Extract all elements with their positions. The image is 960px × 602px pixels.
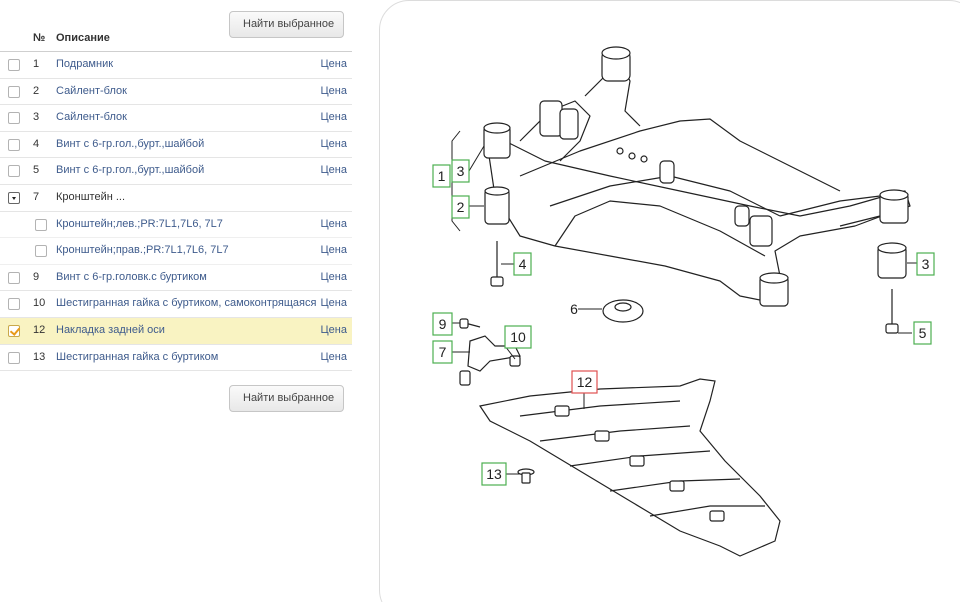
table-row[interactable]: 13 Шестигранная гайка с буртиком Цена — [0, 345, 352, 372]
callout-1[interactable]: 1 — [432, 164, 451, 188]
part-number: 9 — [33, 270, 40, 283]
callout-3-right-label: 3 — [922, 256, 930, 272]
part-description-link[interactable]: Шестигранная гайка с буртиком, самоконтр… — [56, 297, 317, 310]
table-row[interactable]: 5 Винт с 6-гр.гол.,бурт.,шайбой Цена — [0, 158, 352, 185]
callout-2-label: 2 — [457, 199, 465, 215]
part-description-link[interactable]: Шестигранная гайка с буртиком — [56, 350, 219, 363]
callout-5[interactable]: 5 — [913, 321, 932, 345]
row-checkbox[interactable] — [8, 271, 20, 284]
part-description-link[interactable]: Винт с 6-гр.гол.,бурт.,шайбой — [56, 164, 205, 177]
part-number: 4 — [33, 137, 40, 150]
table-row[interactable]: 2 Сайлент-блок Цена — [0, 79, 352, 106]
callout-10-label: 10 — [510, 329, 526, 345]
part-description-link[interactable]: Винт с 6-гр.гол.,бурт.,шайбой — [56, 137, 205, 150]
table-row[interactable]: 9 Винт с 6-гр.головк.с буртиком Цена — [0, 265, 352, 292]
row-checkbox[interactable] — [8, 112, 20, 125]
row-checkbox[interactable] — [8, 165, 20, 178]
callout-13[interactable]: 13 — [481, 462, 507, 486]
table-row-subitem[interactable]: Кронштейн;прав.;PR:7L1,7L6, 7L7 Цена — [0, 238, 352, 265]
exploded-parts-diagram: 1 3 2 4 6 3 5 — [432, 46, 935, 557]
callouts: 1 3 2 4 6 3 5 — [432, 159, 935, 486]
parts-table-body: 1 Подрамник Цена 2 Сайлент-блок Цена 3 С… — [0, 52, 352, 372]
price-link[interactable]: Цена — [320, 297, 347, 310]
parts-table-header: № Описание — [0, 30, 352, 52]
price-link[interactable]: Цена — [320, 350, 347, 363]
callout-10[interactable]: 10 — [504, 325, 532, 349]
subframe-drawing — [483, 46, 911, 307]
callout-1-label: 1 — [438, 168, 446, 184]
table-row-subitem[interactable]: Кронштейн;лев.;PR:7L1,7L6, 7L7 Цена — [0, 212, 352, 239]
callout-3-left[interactable]: 3 — [451, 159, 470, 183]
price-link[interactable]: Цена — [320, 111, 347, 124]
part-number: 3 — [33, 111, 40, 124]
part-description-link[interactable]: Кронштейн;лев.;PR:7L1,7L6, 7L7 — [56, 217, 223, 230]
row-checkbox-checked[interactable] — [8, 324, 20, 337]
price-link[interactable]: Цена — [320, 164, 347, 177]
part-number: 2 — [33, 84, 40, 97]
find-selected-button-top[interactable]: Найти выбранное — [229, 11, 344, 38]
callout-3-right[interactable]: 3 — [916, 252, 935, 276]
part-description-link[interactable]: Винт с 6-гр.головк.с буртиком — [56, 270, 207, 283]
price-link[interactable]: Цена — [320, 84, 347, 97]
callout-3-left-label: 3 — [457, 163, 465, 179]
column-header-number: № — [33, 32, 46, 44]
callout-4[interactable]: 4 — [513, 252, 532, 276]
part-description-link[interactable]: Кронштейн;прав.;PR:7L1,7L6, 7L7 — [56, 244, 229, 257]
part-description-link[interactable]: Накладка задней оси — [56, 323, 165, 336]
callout-9[interactable]: 9 — [432, 312, 453, 336]
row-checkbox[interactable] — [8, 351, 20, 364]
row-checkbox[interactable] — [8, 85, 20, 98]
underbody-cover-drawing — [479, 378, 781, 557]
table-row-selected[interactable]: 12 Накладка задней оси Цена — [0, 317, 352, 345]
parts-diagram-panel: 1 3 2 4 6 3 5 — [379, 0, 960, 602]
table-row[interactable]: 10 Шестигранная гайка с буртиком, самоко… — [0, 291, 352, 318]
table-row-group[interactable]: 7 Кронштейн ... — [0, 185, 352, 212]
callout-2[interactable]: 2 — [451, 195, 470, 219]
price-link[interactable]: Цена — [320, 244, 347, 257]
price-link[interactable]: Цена — [320, 58, 347, 70]
part-group-label: Кронштейн ... — [56, 190, 126, 203]
table-row[interactable]: 3 Сайлент-блок Цена — [0, 105, 352, 132]
table-row[interactable]: 1 Подрамник Цена — [0, 52, 352, 79]
row-checkbox[interactable] — [8, 59, 20, 71]
find-selected-button-bottom[interactable]: Найти выбранное — [229, 385, 344, 412]
part-description-link[interactable]: Сайлент-блок — [56, 84, 127, 97]
part-number: 1 — [33, 58, 40, 70]
column-header-description: Описание — [56, 32, 110, 44]
table-row[interactable]: 4 Винт с 6-гр.гол.,бурт.,шайбой Цена — [0, 132, 352, 159]
callout-6-label: 6 — [570, 301, 578, 317]
part-number: 13 — [33, 350, 46, 363]
part-number: 5 — [33, 164, 40, 177]
callout-7-label: 7 — [439, 344, 447, 360]
callout-9-label: 9 — [439, 316, 447, 332]
part-description-link[interactable]: Подрамник — [56, 58, 114, 70]
callout-12-highlighted[interactable]: 12 — [571, 370, 598, 394]
callout-7[interactable]: 7 — [432, 340, 453, 364]
row-checkbox[interactable] — [35, 218, 47, 231]
price-link[interactable]: Цена — [320, 270, 347, 283]
part-number: 12 — [33, 323, 46, 336]
row-checkbox[interactable] — [8, 298, 20, 311]
part-number: 10 — [33, 297, 46, 310]
row-checkbox[interactable] — [8, 138, 20, 151]
part-number: 7 — [33, 190, 40, 203]
row-checkbox[interactable] — [35, 245, 47, 258]
callout-6[interactable]: 6 — [570, 301, 578, 317]
price-link[interactable]: Цена — [320, 137, 347, 150]
price-link[interactable]: Цена — [320, 217, 347, 230]
bushings-and-bolts — [484, 186, 907, 334]
part-description-link[interactable]: Сайлент-блок — [56, 111, 127, 124]
callout-12-label: 12 — [577, 374, 593, 390]
callout-5-label: 5 — [919, 325, 927, 341]
price-link[interactable]: Цена — [320, 323, 347, 336]
expand-toggle[interactable] — [8, 191, 20, 204]
callout-4-label: 4 — [519, 256, 527, 272]
callout-13-label: 13 — [486, 466, 502, 482]
parts-list-panel: Найти выбранное № Описание 1 Подрамник Ц… — [0, 0, 355, 602]
